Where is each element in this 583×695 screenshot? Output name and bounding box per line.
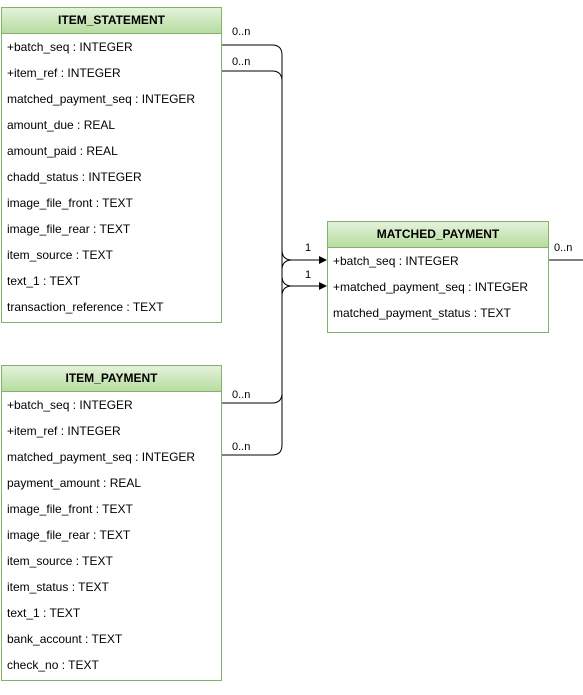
field-row: +matched_payment_seq : INTEGER bbox=[333, 280, 529, 294]
field-row: matched_payment_seq : INTEGER bbox=[7, 450, 196, 464]
multiplicity-mp-seq: 1 bbox=[305, 269, 312, 281]
link-pay-item bbox=[222, 285, 320, 456]
link-stmt-batch bbox=[222, 44, 320, 261]
field-row: check_no : TEXT bbox=[7, 658, 99, 672]
entity-item-statement[interactable]: ITEM_STATEMENT +batch_seq : INTEGER +ite… bbox=[1, 7, 222, 323]
arrowhead-batch bbox=[319, 256, 327, 264]
field-row: item_status : TEXT bbox=[7, 580, 109, 594]
multiplicity-stmt-item: 0..n bbox=[232, 56, 251, 68]
field-row: matched_payment_seq : INTEGER bbox=[7, 92, 196, 106]
multiplicity-pay-item: 0..n bbox=[232, 441, 251, 453]
field-row: text_1 : TEXT bbox=[7, 606, 81, 620]
field-row: image_file_front : TEXT bbox=[7, 502, 133, 516]
field-row: +item_ref : INTEGER bbox=[7, 66, 121, 80]
field-row: chadd_status : INTEGER bbox=[7, 170, 142, 184]
multiplicity-mp-out: 0..n bbox=[554, 242, 573, 254]
entity-item-payment[interactable]: ITEM_PAYMENT +batch_seq : INTEGER +item_… bbox=[1, 365, 222, 681]
field-row: +batch_seq : INTEGER bbox=[7, 40, 133, 54]
link-pay-batch bbox=[222, 259, 320, 404]
field-row: image_file_rear : TEXT bbox=[7, 528, 131, 542]
entity-title: ITEM_PAYMENT bbox=[2, 366, 221, 392]
field-row: item_source : TEXT bbox=[7, 554, 113, 568]
field-row: amount_due : REAL bbox=[7, 118, 116, 132]
multiplicity-mp-batch: 1 bbox=[305, 242, 312, 254]
field-row: +batch_seq : INTEGER bbox=[333, 254, 459, 268]
field-row: amount_paid : REAL bbox=[7, 144, 118, 158]
field-row: bank_account : TEXT bbox=[7, 632, 123, 646]
link-stmt-item bbox=[222, 70, 320, 287]
arrowhead-seq bbox=[319, 282, 327, 290]
entity-matched-payment[interactable]: MATCHED_PAYMENT +batch_seq : INTEGER +ma… bbox=[327, 221, 549, 333]
field-row: +batch_seq : INTEGER bbox=[7, 398, 133, 412]
field-row: transaction_reference : TEXT bbox=[7, 300, 164, 314]
entity-title: MATCHED_PAYMENT bbox=[328, 222, 548, 248]
field-row: payment_amount : REAL bbox=[7, 476, 142, 490]
field-row: image_file_front : TEXT bbox=[7, 196, 133, 210]
field-row: +item_ref : INTEGER bbox=[7, 424, 121, 438]
field-row: matched_payment_status : TEXT bbox=[333, 306, 511, 320]
entity-title: ITEM_STATEMENT bbox=[2, 8, 221, 34]
multiplicity-pay-batch: 0..n bbox=[232, 389, 251, 401]
field-row: image_file_rear : TEXT bbox=[7, 222, 131, 236]
field-row: item_source : TEXT bbox=[7, 248, 113, 262]
multiplicity-stmt-batch: 0..n bbox=[232, 26, 251, 38]
field-row: text_1 : TEXT bbox=[7, 274, 81, 288]
